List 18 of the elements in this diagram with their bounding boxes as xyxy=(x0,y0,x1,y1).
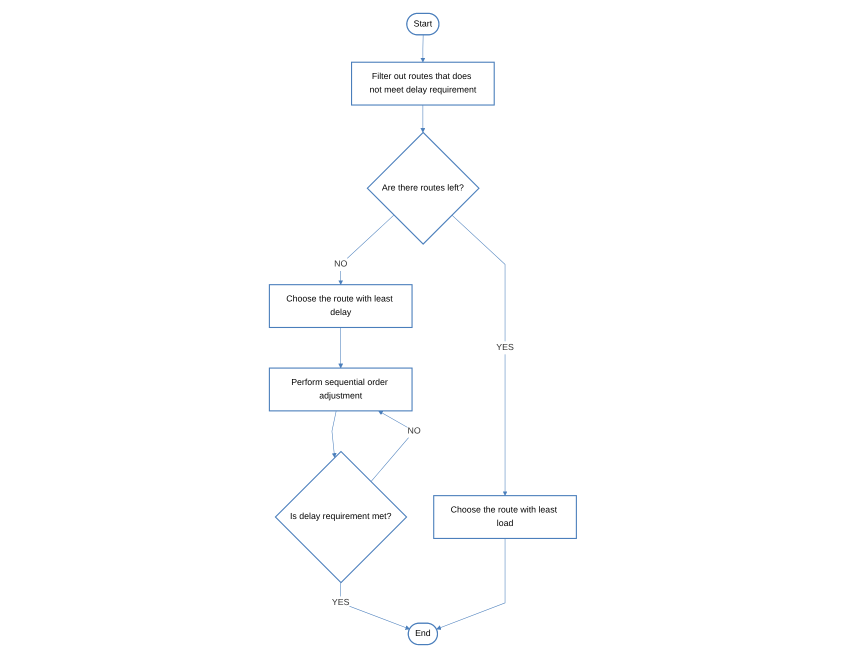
arrow xyxy=(331,410,336,458)
edge-label: NO xyxy=(334,258,347,268)
node-box: Choose the route with least delay xyxy=(268,284,412,328)
edge-label: YES xyxy=(496,342,514,352)
arrow xyxy=(436,538,505,630)
node-box: Filter out routes that does not meet delay requirement xyxy=(350,61,494,106)
arrow xyxy=(338,326,343,368)
node-diamond: Is delay requirement met? xyxy=(274,450,407,583)
edge-label: YES xyxy=(332,597,350,607)
arrow xyxy=(420,34,425,62)
node-diamond: Are there routes left? xyxy=(366,131,480,244)
arrow xyxy=(420,104,425,132)
arrow xyxy=(451,214,508,496)
node-box: Perform sequential order adjustment xyxy=(268,367,412,411)
arrow xyxy=(340,582,410,630)
arrow xyxy=(338,214,394,284)
node-box: Choose the route with least load xyxy=(432,494,577,538)
edge-label: NO xyxy=(407,426,420,436)
